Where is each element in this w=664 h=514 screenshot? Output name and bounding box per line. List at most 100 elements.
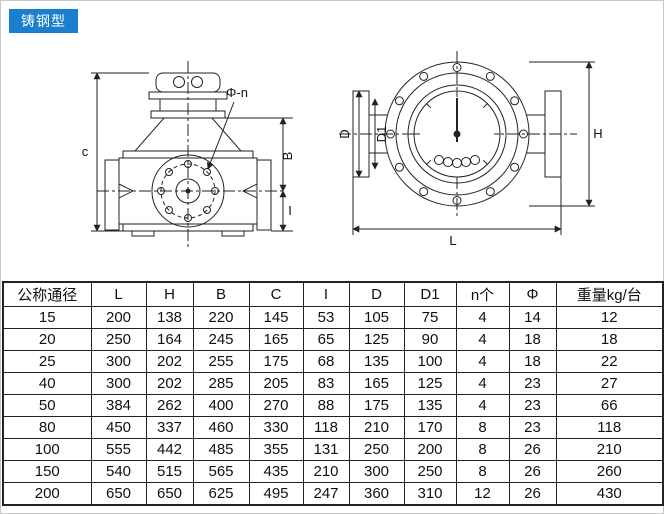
table-cell: 200: [403, 438, 457, 461]
dimension-label-d1: D1: [374, 126, 389, 143]
dimension-label-l: L: [449, 233, 456, 248]
table-cell: 8: [455, 438, 510, 461]
table-cell: 135: [348, 350, 405, 373]
table-cell: 150: [2, 460, 92, 483]
bolt: [419, 71, 429, 81]
column-header: B: [192, 281, 250, 307]
drawing-area: c B I Φ-n: [1, 1, 664, 279]
column-header: C: [248, 281, 304, 307]
table-cell: 12: [555, 306, 664, 329]
table-cell: 4: [455, 306, 510, 329]
table-cell: 118: [302, 416, 350, 439]
table-cell: 540: [90, 460, 147, 483]
table-cell: 384: [90, 394, 147, 417]
side-view-drawing: c B I Φ-n: [82, 61, 295, 247]
dimension-label-b: B: [280, 152, 295, 161]
table-cell: 14: [508, 306, 557, 329]
table-cell: 200: [2, 482, 92, 505]
bolt-hole: [165, 206, 173, 214]
table-cell: 360: [348, 482, 405, 505]
table-cell: 250: [348, 438, 405, 461]
table-cell: 565: [192, 460, 250, 483]
table-cell: 555: [90, 438, 147, 461]
bolt-hole: [165, 168, 173, 176]
table-cell: 495: [248, 482, 304, 505]
table-cell: 125: [403, 372, 457, 395]
table-cell: 8: [455, 460, 510, 483]
bolt: [485, 71, 495, 81]
bolt: [485, 187, 495, 197]
table-cell: 50: [2, 394, 92, 417]
table-cell: 4: [455, 372, 510, 395]
column-header: H: [145, 281, 194, 307]
table-cell: 27: [555, 372, 664, 395]
dial-tick: [482, 103, 488, 109]
table-cell: 80: [2, 416, 92, 439]
table-cell: 210: [302, 460, 350, 483]
dimension-b: B: [215, 117, 295, 192]
bolt: [394, 96, 404, 106]
table-cell: 4: [455, 394, 510, 417]
table-cell: 300: [90, 350, 147, 373]
table-cell: 250: [403, 460, 457, 483]
register-window-icon: [191, 76, 203, 88]
table-cell: 515: [145, 460, 194, 483]
right-flange: [256, 159, 272, 231]
table-cell: 337: [145, 416, 194, 439]
table-cell: 138: [145, 306, 194, 329]
table-cell: 260: [555, 460, 664, 483]
table-cell: 255: [192, 350, 250, 373]
table-cell: 210: [555, 438, 664, 461]
dimension-label-d: D: [337, 129, 352, 138]
table-cell: 90: [403, 328, 457, 351]
table-cell: 210: [348, 416, 405, 439]
dial-gauge: [407, 84, 507, 184]
table-cell: 100: [403, 350, 457, 373]
dimension-h: H: [529, 61, 603, 207]
column-header: L: [90, 281, 147, 307]
column-header: Φ: [508, 281, 557, 307]
bolt-hole: [203, 168, 211, 176]
table-cell: 170: [403, 416, 457, 439]
table-cell: 105: [348, 306, 405, 329]
table-cell: 18: [508, 350, 557, 373]
odometer-digit: [470, 155, 480, 165]
bolt-hole: [203, 206, 211, 214]
dimension-label-c: c: [82, 144, 89, 159]
table-cell: 247: [302, 482, 350, 505]
side-lug: [241, 183, 258, 199]
table-cell: 625: [192, 482, 250, 505]
table-cell: 53: [302, 306, 350, 329]
table-cell: 118: [555, 416, 664, 439]
table-cell: 100: [2, 438, 92, 461]
table-cell: 330: [248, 416, 304, 439]
column-header: D: [348, 281, 405, 307]
table-cell: 145: [248, 306, 304, 329]
table-cell: 25: [2, 350, 92, 373]
side-lug: [118, 183, 135, 199]
bolt: [386, 129, 395, 139]
table-cell: 430: [555, 482, 664, 505]
bolt: [452, 196, 462, 205]
table-cell: 15: [2, 306, 92, 329]
table-cell: 450: [90, 416, 147, 439]
table-cell: 8: [455, 416, 510, 439]
flange-face: [151, 154, 225, 228]
needle-hub: [453, 130, 461, 138]
table-cell: 460: [192, 416, 250, 439]
table-cell: 175: [348, 394, 405, 417]
table-cell: 220: [192, 306, 250, 329]
table-cell: 270: [248, 394, 304, 417]
table-cell: 22: [555, 350, 664, 373]
table-cell: 202: [145, 372, 194, 395]
register-head: [148, 72, 228, 119]
table-cell: 135: [403, 394, 457, 417]
table-cell: 202: [145, 350, 194, 373]
table-cell: 435: [248, 460, 304, 483]
